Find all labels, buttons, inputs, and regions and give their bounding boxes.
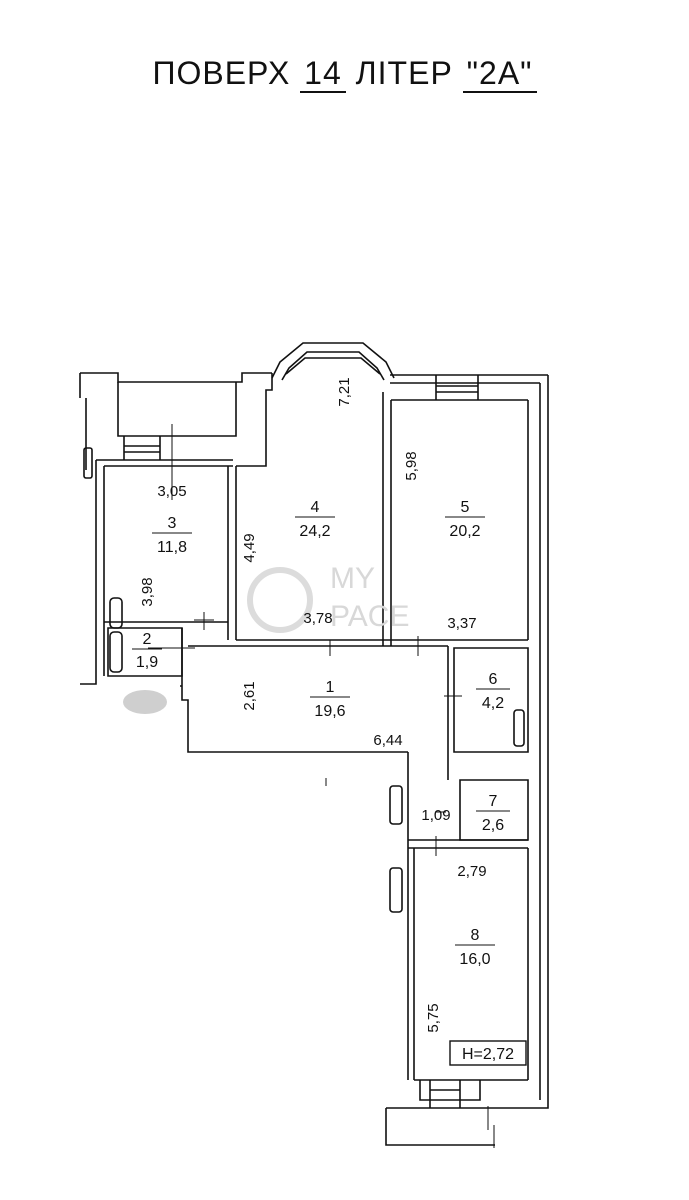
bay-window-inner xyxy=(281,351,385,381)
wall-rooms-bottom xyxy=(236,639,528,647)
room-1-number: 1 xyxy=(326,679,335,696)
dim-1-09: 1,09 xyxy=(421,807,450,824)
wall-left-far xyxy=(79,373,87,470)
window-room3 xyxy=(123,436,161,460)
room-6-area: 4,2 xyxy=(482,695,504,712)
room-8-number: 8 xyxy=(471,927,480,944)
dim-2-79: 2,79 xyxy=(457,863,486,880)
dim-4-49: 4,49 xyxy=(241,533,258,562)
wall-corridor-left xyxy=(181,628,408,753)
dim-5-75: 5,75 xyxy=(425,1003,442,1032)
dim-3-78: 3,78 xyxy=(303,610,332,627)
room-5-area: 20,2 xyxy=(449,523,480,540)
room-3-number: 3 xyxy=(168,515,177,532)
watermark-line2: PACE xyxy=(330,600,409,633)
wall-room8-left xyxy=(407,752,415,1080)
window-room5 xyxy=(435,375,479,400)
fixture-room6 xyxy=(513,709,525,747)
wall-left-outer xyxy=(80,460,105,685)
outer-wall-top-right xyxy=(390,374,548,384)
wall-room8-top xyxy=(408,839,528,849)
bay-window-mid xyxy=(285,357,381,375)
room-2-number: 2 xyxy=(143,631,152,648)
room-4-area: 24,2 xyxy=(299,523,330,540)
bay-window-outer xyxy=(271,342,395,379)
room-5-number: 5 xyxy=(461,499,470,516)
wall-left-top xyxy=(96,459,233,467)
dim-5-98: 5,98 xyxy=(403,451,420,480)
fixture-corridor xyxy=(389,785,403,825)
room-2-area: 1,9 xyxy=(136,654,158,671)
watermark-logo-icon xyxy=(247,567,313,633)
room-7-number: 7 xyxy=(489,793,498,810)
fixture-oval xyxy=(123,690,167,714)
floor-word: ПОВЕРХ xyxy=(152,55,291,91)
dim-7-21: 7,21 xyxy=(336,377,353,406)
window-room8 xyxy=(429,1080,461,1108)
dim-3-05: 3,05 xyxy=(157,483,186,500)
room-4-number: 4 xyxy=(311,499,320,516)
dim-2-61: 2,61 xyxy=(241,681,258,710)
wall-room4-top xyxy=(236,398,267,467)
dim-3-37: 3,37 xyxy=(447,615,476,632)
fixture-left xyxy=(83,447,93,479)
bathtub-room2-b xyxy=(109,597,123,629)
room-3-area: 11,8 xyxy=(157,539,187,556)
room6-box xyxy=(453,647,529,753)
ceiling-height-box xyxy=(449,1040,527,1066)
ceiling-height: Н=2,72 xyxy=(462,1046,514,1063)
watermark: MY PACE xyxy=(247,562,409,633)
fixture-room8 xyxy=(389,867,403,913)
balcony-bottom xyxy=(385,1080,495,1146)
dim-3-98: 3,98 xyxy=(139,577,156,606)
room-1-area: 19,6 xyxy=(314,703,345,720)
floor-number: 14 xyxy=(300,55,346,93)
room-8-area: 16,0 xyxy=(459,951,490,968)
wall-left-block xyxy=(117,382,237,437)
wall-room4-right xyxy=(382,392,392,646)
letter-value: "2А" xyxy=(462,55,537,93)
bathtub-room2 xyxy=(109,631,123,673)
floor-title: ПОВЕРХ 14 ЛІТЕР "2А" xyxy=(0,55,689,93)
room-7-area: 2,6 xyxy=(482,817,504,834)
outer-wall-right xyxy=(386,375,549,1109)
dim-lines xyxy=(148,424,495,1148)
outer-wall-top-left xyxy=(80,372,273,398)
watermark-line1: MY xyxy=(330,562,375,595)
room-6-number: 6 xyxy=(489,671,498,688)
wall-room3-right xyxy=(227,466,237,640)
dim-6-44: 6,44 xyxy=(373,732,402,749)
letter-word: ЛІТЕР xyxy=(355,55,453,91)
wall-corridor-top xyxy=(180,645,236,687)
